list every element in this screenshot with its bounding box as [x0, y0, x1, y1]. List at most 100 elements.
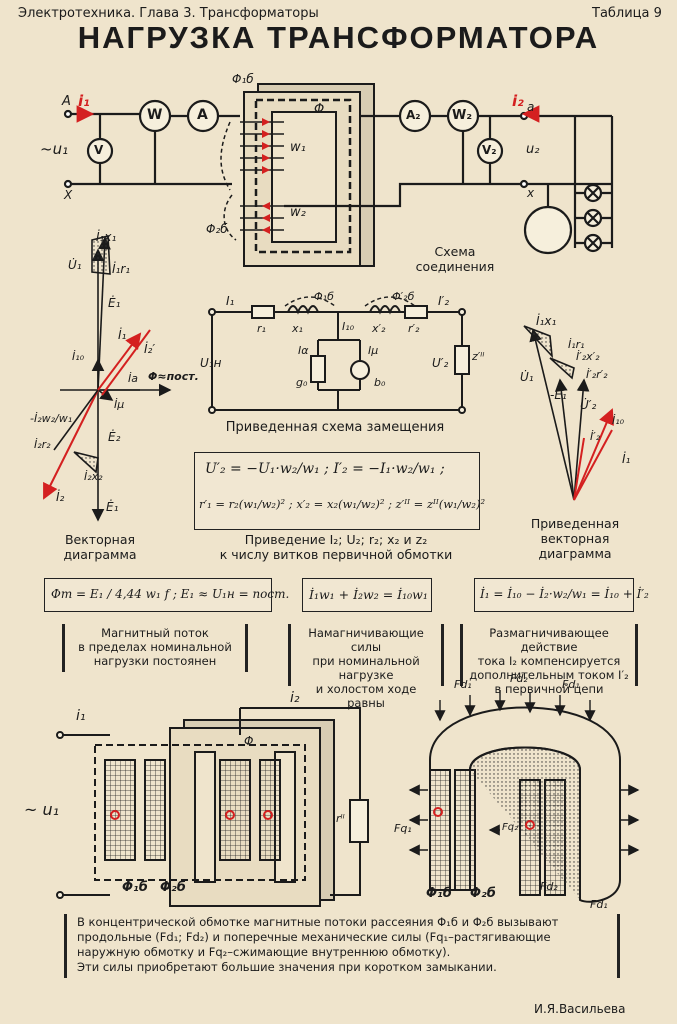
vl-label-u1: U̇₁ [68, 258, 82, 272]
vl-label-i1x1: İ₁x₁ [96, 230, 117, 244]
note-flux-constant: Магнитный поток в пределах номинальной н… [62, 624, 248, 672]
label-phi1s: Φ₁б [232, 72, 254, 86]
bl-label-u1: ~ u₁ [24, 800, 60, 819]
br-label-fd1c: Fd₁ [590, 898, 608, 911]
connection-scheme [63, 83, 614, 267]
label-x: x [527, 186, 535, 200]
label-w2: w₂ [290, 205, 306, 220]
mmf-formula: İ₁w₁ + İ₂w₂ = İ₁₀w₁ [309, 587, 428, 602]
br-label-phi1s: Φ₁б [426, 886, 452, 901]
eq-label-u1n: U₁н [200, 356, 222, 370]
vr-label-i1: İ₁ [622, 452, 631, 466]
eq-label-r2: r′₂ [408, 322, 420, 335]
vl-label-i2r2: İ₂r₂ [34, 438, 51, 451]
label-A: A [62, 94, 71, 109]
ammeter-label: A [197, 107, 208, 123]
label-a: a [527, 100, 535, 114]
bl-label-phi1s: Φ₁б [122, 880, 148, 895]
flux-formula: Φm = E₁ / 4,44 w₁ f ; E₁ ≈ U₁н = пост. [51, 587, 290, 601]
eq-label-i10: I₁₀ [342, 320, 355, 333]
voltmeter2-icon [476, 137, 504, 165]
label-i1: i₁ [78, 92, 90, 110]
vector-diagram-right [523, 325, 614, 501]
voltmeter2-label: V₂ [482, 143, 497, 157]
eq-label-phi1s: Φ₁б [314, 290, 334, 303]
vl-label-i2p: İ₂′ [144, 342, 156, 356]
eq-label-phi2s: Φ′₂б [392, 290, 415, 303]
mmf-formula-box: İ₁w₁ + İ₂w₂ = İ₁₀w₁ [302, 578, 432, 612]
vr-label-i2x2: İ′₂x′₂ [576, 350, 600, 363]
vr-label-i1x1: İ₁x₁ [536, 314, 557, 328]
table-number: Таблица 9 [592, 6, 662, 21]
br-label-fq1: Fq₁ [394, 822, 412, 835]
eq-label-r1: r₁ [257, 322, 266, 335]
bl-label-rii: rᴵᴵ [336, 812, 345, 825]
vl-label-ia: İa [128, 372, 138, 385]
vl-label-e2: Ė₂ [108, 430, 121, 444]
wattmeter2-label: W₂ [452, 108, 473, 123]
vr-label-i10: İ₁₀ [612, 414, 625, 427]
vr-label-i2r2: İ′₂r′₂ [586, 368, 608, 381]
note-demagnetizing: Размагничивающее действие тока I₂ компен… [460, 624, 638, 696]
vl-label-i10: İ₁₀ [72, 350, 85, 363]
ammeter2-label: A₂ [406, 108, 421, 122]
label-w1: w₁ [290, 140, 306, 155]
vl-label-e1b: Ė₁ [106, 500, 119, 514]
formula-line1: U′₂ = −U₁·w₂/w₁ ; I′₂ = −I₁·w₂/w₁ ; [205, 461, 445, 477]
chapter-heading: Электротехника. Глава 3. Трансформаторы [18, 6, 319, 21]
reduction-formula-box: U′₂ = −U₁·w₂/w₁ ; I′₂ = −I₁·w₂/w₁ ; r′₁ … [194, 452, 485, 530]
vr-label-i2p: İ′₂ [590, 430, 601, 443]
equivalent-circuit [208, 296, 470, 414]
br-label-fd2b: Fd₂ [540, 880, 558, 893]
br-label-phi2s: Φ₂б [470, 886, 496, 901]
current-formula-box: İ₁ = İ₁₀ − İ₂·w₂/w₁ = İ₁₀ + İ′₂ [474, 578, 649, 612]
flux-formula-box: Φm = E₁ / 4,44 w₁ f ; E₁ ≈ U₁н = пост. [44, 578, 289, 612]
vector-diagram-left [43, 234, 172, 522]
label-u2: u₂ [526, 142, 540, 157]
eq-label-b0: b₀ [374, 376, 386, 389]
label-phi2s: Φ₂б [206, 222, 228, 236]
br-label-fd1b: Fd₁ [562, 678, 580, 691]
vr-label-e1: -Ė₁ [550, 388, 567, 402]
formula-line2: r′₁ = r₂(w₁/w₂)² ; x′₂ = x₂(w₁/w₂)² ; z′… [199, 497, 486, 511]
eq-label-x1: x₁ [292, 322, 303, 335]
equivalent-caption: Приведенная схема замещения [225, 420, 445, 435]
label-phi: Φ [314, 102, 325, 117]
reduction-caption: Приведение I₂; U₂; r₂; x₂ и z₂ к числу в… [219, 532, 453, 562]
vr-label-u1: U̇₁ [520, 370, 534, 384]
lamps-icon [575, 183, 612, 253]
motor-icon [523, 205, 573, 255]
vr-label-i1r1: İ₁r₁ [568, 338, 585, 351]
bottom-note: В концентрической обмотке магнитные пото… [64, 914, 620, 978]
eq-label-i2: I′₂ [438, 294, 450, 308]
vl-label-i1r1: İ₁r₁ [112, 262, 131, 276]
vl-label-phi: Φ≈пост. [148, 370, 199, 383]
vl-label-e1: Ė₁ [108, 296, 121, 310]
vl-label-imu: İμ [114, 398, 125, 411]
note-mmf-equal: Намагничивающие силы при номинальной наг… [288, 624, 444, 710]
label-i2: i₂ [512, 92, 524, 110]
eq-label-g0: g₀ [296, 376, 308, 389]
bl-label-i2: i₂ [290, 690, 300, 706]
author: И.Я.Васильева [534, 1002, 626, 1016]
voltmeter-icon [86, 137, 114, 165]
vl-label-i2: İ₂ [56, 490, 65, 504]
vector-left-caption: Векторная диаграмма [63, 532, 137, 562]
eq-label-ialpha: Iα [298, 344, 309, 357]
br-label-fd1a: Fd₁ [454, 678, 472, 691]
eq-label-x2: x′₂ [372, 322, 386, 335]
wattmeter-label: W [147, 107, 163, 123]
bl-label-phi2s: Φ₂б [160, 880, 186, 895]
concentric-winding [408, 690, 640, 903]
bl-label-i1: i₁ [76, 708, 86, 724]
vl-label-i1: İ₁ [118, 328, 127, 342]
scheme-caption: Схема соединения [415, 244, 495, 274]
label-X: X [64, 188, 73, 202]
voltmeter-label: V [94, 143, 104, 157]
vr-label-u2: U̇′₂ [580, 398, 597, 412]
bl-label-phi: Φ [244, 734, 254, 748]
br-label-fq2: Fq₂ [502, 822, 519, 833]
eq-label-i1: I₁ [226, 294, 235, 308]
